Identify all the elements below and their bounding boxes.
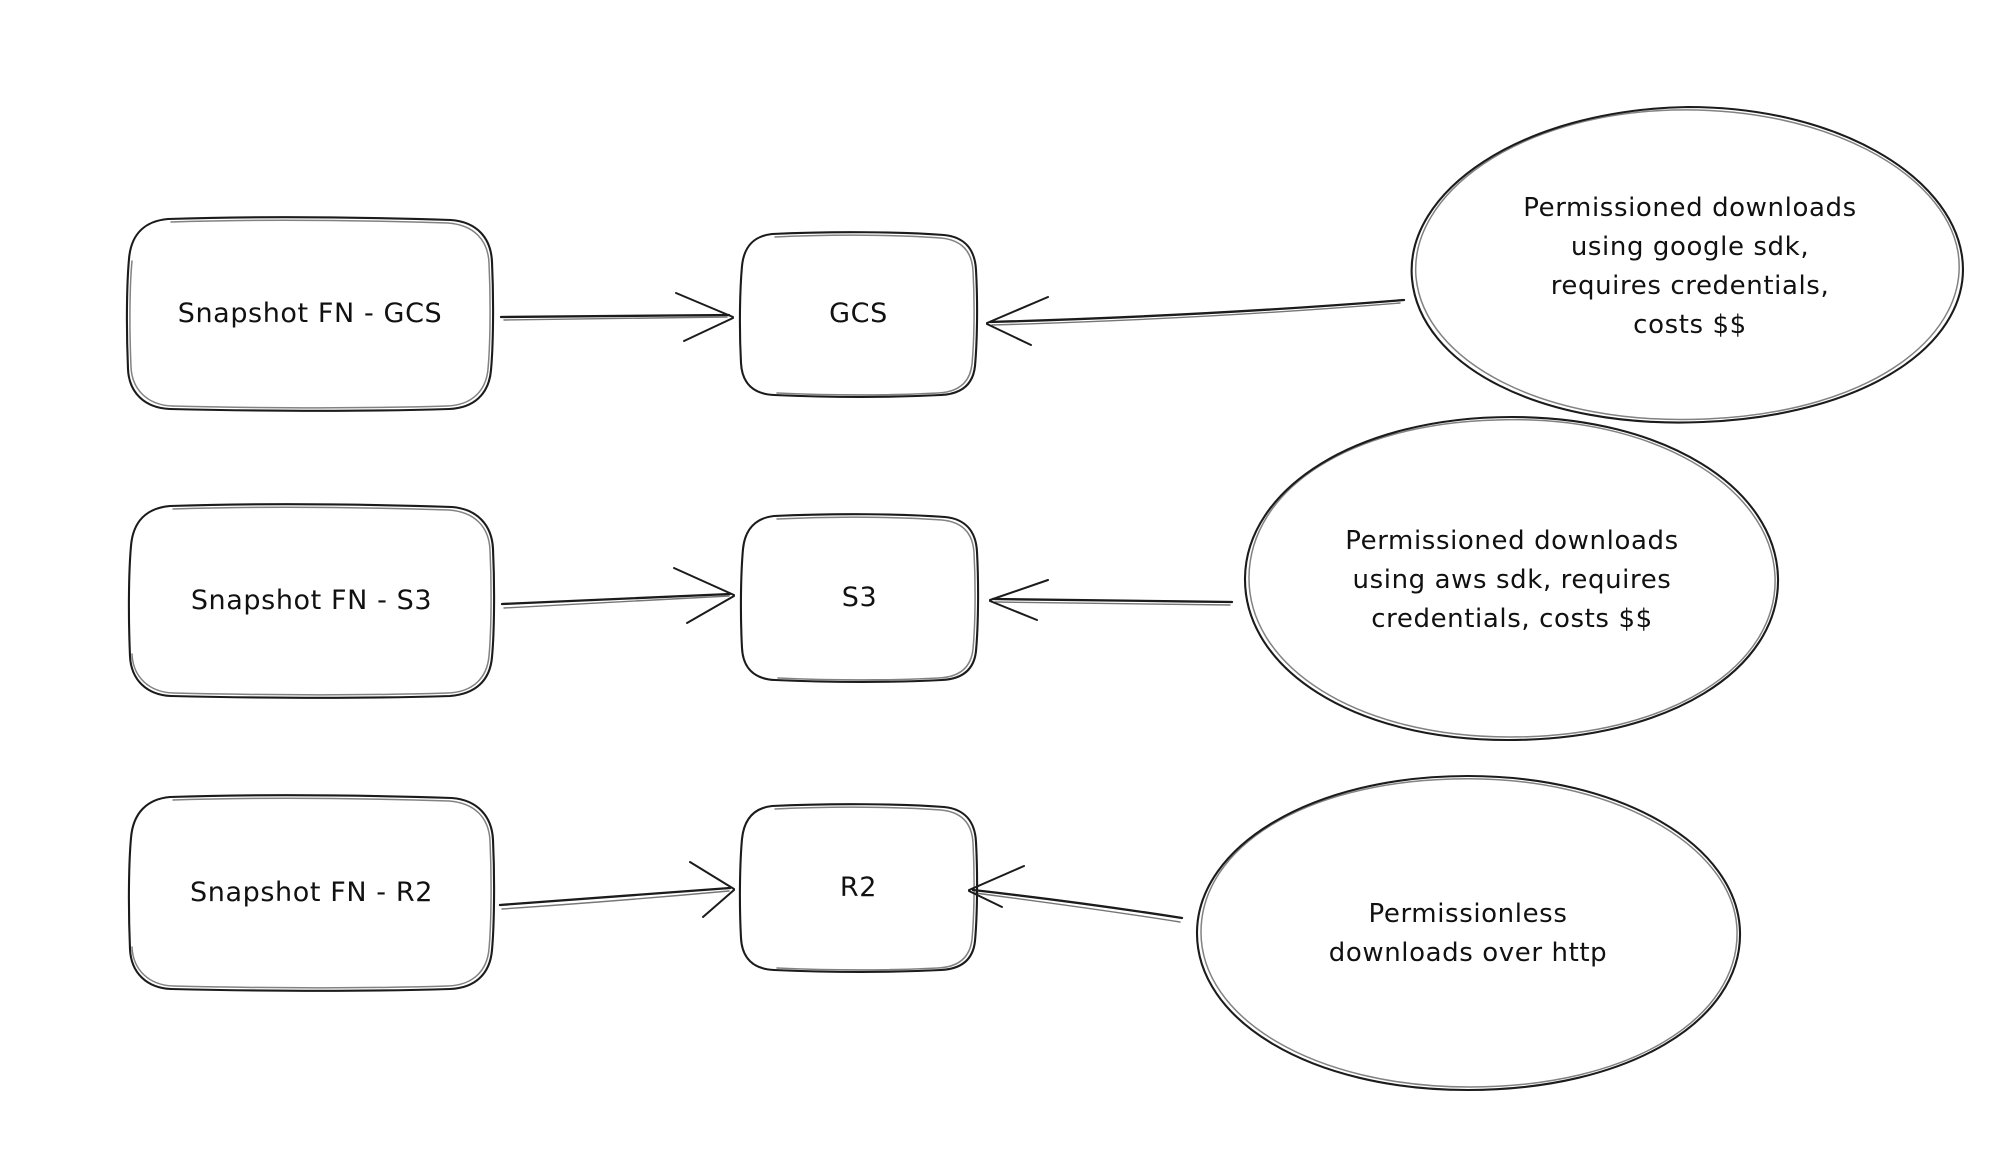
edge-note-to-target-gcs [986, 296, 1406, 346]
edge-source-to-target-r2 [498, 861, 735, 918]
node-source-gcs-shape[interactable] [125, 216, 495, 412]
note-ellipse-s3-shape[interactable] [1243, 415, 1780, 742]
edge-note-to-target-s3 [989, 579, 1234, 621]
note-ellipse-gcs-shape[interactable] [1410, 105, 1964, 424]
edge-source-to-target-s3 [500, 567, 735, 624]
note-ellipse-r2-shape[interactable] [1195, 774, 1742, 1092]
node-target-r2-shape[interactable] [738, 803, 979, 973]
node-target-s3-shape[interactable] [739, 513, 980, 683]
edge-source-to-target-gcs [499, 292, 734, 342]
edge-note-to-target-r2 [968, 865, 1184, 923]
node-source-s3-shape[interactable] [127, 503, 496, 699]
node-target-gcs-shape[interactable] [738, 231, 979, 398]
node-source-r2-shape[interactable] [127, 794, 496, 992]
